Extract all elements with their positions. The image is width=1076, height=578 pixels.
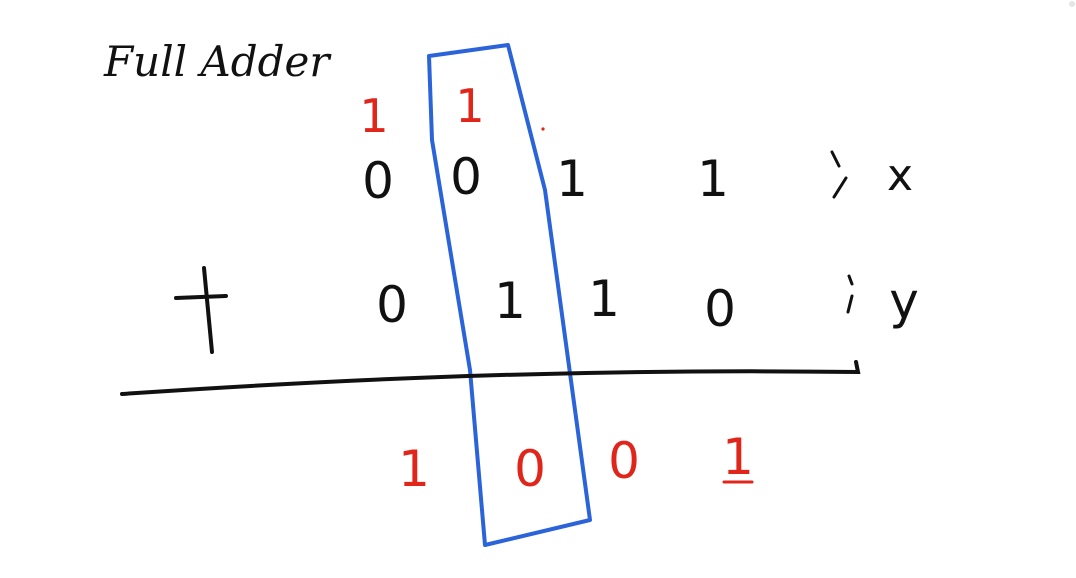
y-digit-1: 0 — [376, 276, 408, 334]
sum-digit-3: 0 — [608, 432, 640, 490]
plus-sign — [174, 266, 228, 354]
sum-digit-2: 0 — [514, 440, 546, 498]
y-row-label: y — [889, 272, 919, 330]
stray-dot — [541, 127, 545, 131]
sum-line — [120, 360, 861, 396]
x-digit-1: 0 — [362, 152, 394, 210]
y-digit-2: 1 — [494, 272, 526, 330]
x-separator-mark — [830, 150, 848, 199]
carry-digit-1: 1 — [359, 89, 388, 143]
y-separator-mark — [846, 274, 854, 314]
x-digit-2: 0 — [450, 148, 482, 206]
sum-digit-4: 1 — [722, 428, 754, 486]
sum-digit-1: 1 — [398, 440, 430, 498]
highlight-column-box — [427, 43, 592, 547]
x-digit-3: 1 — [556, 150, 588, 208]
carry-digit-2: 1 — [455, 79, 484, 133]
y-digit-3: 1 — [588, 270, 620, 328]
corner-mark — [1069, 1, 1075, 7]
y-digit-4: 0 — [704, 280, 736, 338]
x-row-label: x — [887, 150, 913, 201]
x-digit-4: 1 — [697, 150, 729, 208]
title-text: Full Adder — [103, 37, 332, 86]
